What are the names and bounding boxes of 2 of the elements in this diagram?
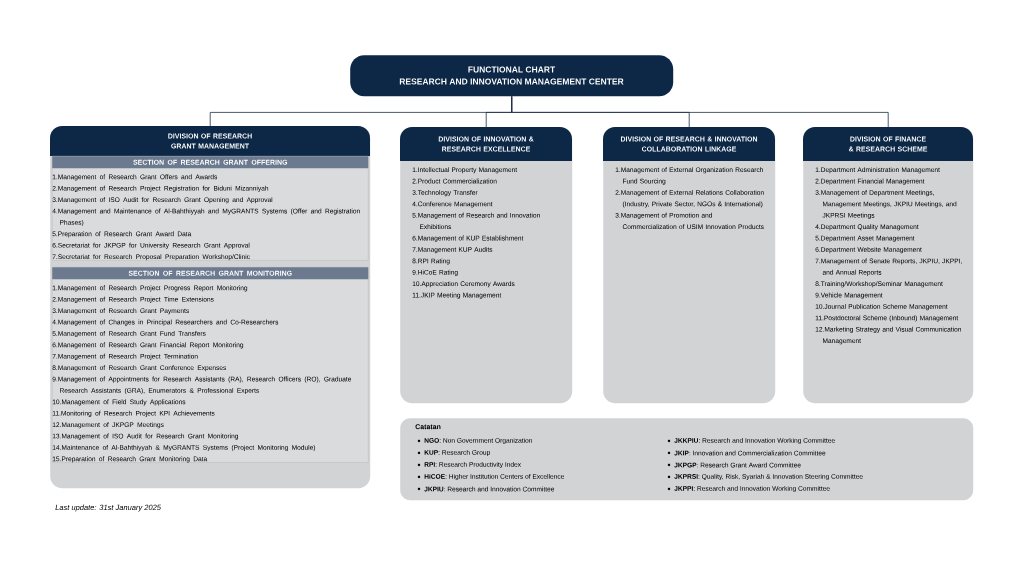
title-box: FUNCTIONAL CHART RESEARCH AND INNOVATION MANAGEMENT CENTER bbox=[350, 55, 674, 97]
connector-line bbox=[511, 96, 889, 128]
